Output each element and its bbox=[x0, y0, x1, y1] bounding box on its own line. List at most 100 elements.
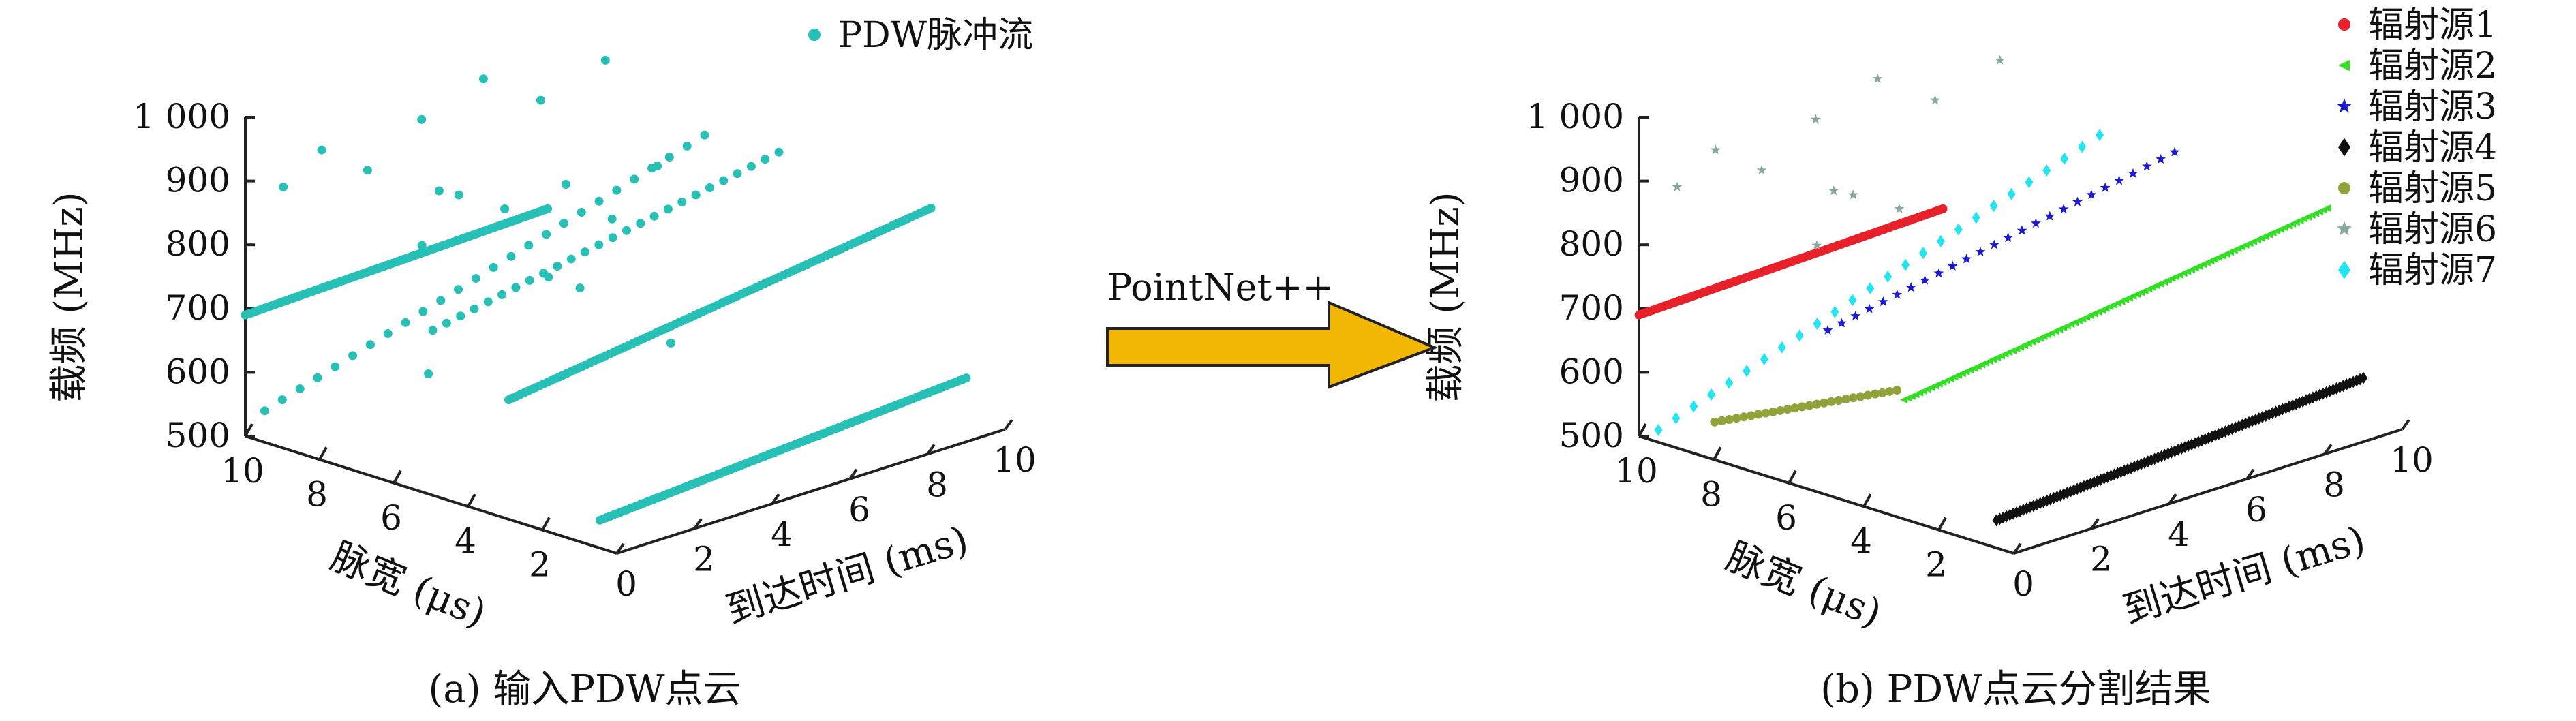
data-point bbox=[1920, 275, 1930, 285]
legend-label: 辐射源3 bbox=[2368, 87, 2497, 127]
x-tick-label: 4 bbox=[2168, 515, 2190, 554]
legend-marker bbox=[2336, 221, 2352, 236]
data-point bbox=[1930, 95, 1940, 105]
data-point bbox=[2031, 218, 2041, 228]
data-point bbox=[524, 241, 534, 250]
data-point bbox=[594, 240, 604, 249]
data-point bbox=[1805, 401, 1814, 410]
data-point bbox=[418, 307, 428, 316]
legend-marker bbox=[2338, 18, 2350, 31]
data-point bbox=[442, 318, 451, 328]
series-4 bbox=[1710, 386, 1902, 427]
data-point bbox=[581, 247, 590, 257]
legend-marker bbox=[2338, 182, 2350, 194]
data-point bbox=[544, 273, 553, 282]
data-point bbox=[536, 95, 545, 105]
data-point bbox=[2017, 225, 2027, 235]
z-tick-label: 700 bbox=[166, 288, 230, 328]
data-point bbox=[1989, 239, 1999, 249]
data-point bbox=[497, 290, 507, 299]
x-tick-mark bbox=[2012, 542, 2022, 555]
legend-label: 辐射源4 bbox=[2368, 127, 2497, 168]
data-point bbox=[1848, 294, 1857, 307]
x-tick-label: 8 bbox=[926, 465, 948, 504]
data-point bbox=[1961, 254, 1972, 264]
x-tick-label: 0 bbox=[2012, 564, 2034, 604]
y-tick-mark bbox=[1713, 446, 1722, 461]
data-point bbox=[1812, 399, 1822, 409]
series-3 bbox=[1992, 371, 2367, 527]
data-point bbox=[1850, 311, 1861, 321]
data-point bbox=[295, 384, 305, 393]
data-point bbox=[1811, 114, 1821, 124]
data-point bbox=[363, 166, 372, 175]
legend-label: 辐射源1 bbox=[2368, 5, 2497, 46]
data-point bbox=[2058, 204, 2069, 214]
caption-a: (a) 输入PDW点云 bbox=[428, 667, 741, 711]
data-point bbox=[456, 311, 465, 321]
x-tick-mark bbox=[615, 542, 625, 555]
data-point bbox=[600, 55, 610, 65]
z-tick-label: 600 bbox=[1559, 352, 1624, 391]
data-point bbox=[1892, 289, 1903, 299]
data-point bbox=[1739, 412, 1749, 422]
z-axis-label: 载频 (MHz) bbox=[1424, 191, 1468, 402]
x-tick-mark bbox=[693, 518, 703, 530]
y-tick-label: 8 bbox=[1700, 474, 1722, 514]
data-point bbox=[1894, 203, 1905, 213]
data-point bbox=[1866, 282, 1875, 295]
data-point bbox=[471, 274, 480, 283]
data-point bbox=[566, 254, 576, 264]
data-point bbox=[700, 130, 709, 140]
data-point bbox=[1710, 417, 1719, 427]
x-tick-mark bbox=[848, 468, 858, 480]
data-point bbox=[1877, 388, 1887, 397]
data-point bbox=[666, 338, 675, 348]
y-tick-label: 4 bbox=[455, 521, 476, 561]
y-tick-mark bbox=[393, 470, 402, 484]
y-tick-mark bbox=[1937, 517, 1947, 531]
legend-label: 辐射源2 bbox=[2368, 46, 2497, 87]
data-point bbox=[719, 176, 729, 185]
legend-a: PDW脉冲流 bbox=[808, 15, 1033, 56]
z-tick-label: 1 000 bbox=[1527, 97, 1624, 136]
data-point bbox=[1756, 165, 1767, 175]
data-point bbox=[1884, 270, 1892, 283]
legend-label: 辐射源6 bbox=[2368, 209, 2497, 250]
data-point bbox=[1830, 305, 1839, 318]
data-point bbox=[543, 204, 552, 213]
legend-label: PDW脉冲流 bbox=[838, 15, 1033, 56]
data-point bbox=[1863, 390, 1873, 400]
data-point bbox=[1848, 393, 1858, 403]
data-point bbox=[962, 373, 971, 383]
data-point bbox=[417, 241, 427, 250]
data-point bbox=[1768, 407, 1778, 416]
y-tick-label: 6 bbox=[380, 498, 402, 538]
data-point bbox=[774, 147, 784, 157]
data-point bbox=[2114, 175, 2124, 185]
legend-label: 辐射源7 bbox=[2368, 250, 2497, 291]
data-point bbox=[1933, 268, 1944, 278]
data-point bbox=[454, 190, 463, 200]
data-point bbox=[1834, 396, 1843, 405]
data-point bbox=[454, 285, 463, 294]
data-point bbox=[1760, 353, 1768, 366]
data-point bbox=[1820, 398, 1829, 408]
data-point bbox=[542, 230, 551, 239]
data-point bbox=[2128, 168, 2138, 178]
data-point bbox=[1872, 74, 1883, 84]
data-point bbox=[417, 114, 427, 124]
data-point bbox=[1743, 365, 1751, 378]
data-point bbox=[2323, 204, 2331, 212]
data-point bbox=[677, 197, 687, 206]
legend-marker bbox=[2338, 59, 2350, 72]
data-point bbox=[1724, 415, 1734, 425]
data-point bbox=[2044, 211, 2055, 221]
series-1 bbox=[260, 130, 784, 416]
series-2 bbox=[1822, 147, 2180, 335]
x-tick-label: 6 bbox=[848, 490, 870, 530]
data-point bbox=[1901, 258, 1910, 271]
